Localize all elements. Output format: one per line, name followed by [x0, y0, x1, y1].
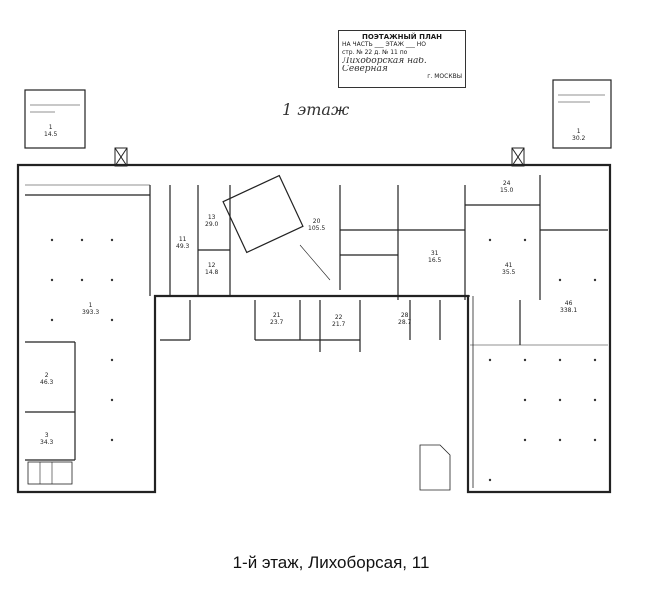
- stamp-line: г. МОСКВЫ: [427, 73, 462, 80]
- title-stamp: ПОЭТАЖНЫЙ ПЛАН НА ЧАСТЬ ___ ЭТАЖ ___ НО …: [338, 30, 466, 88]
- entrance-marker: [511, 147, 525, 167]
- outer-wall: [16, 163, 612, 494]
- floor-mark: 1 этаж: [282, 100, 350, 119]
- stamp-line: НА ЧАСТЬ ___ ЭТАЖ ___ НО: [342, 41, 426, 48]
- plan-caption: 1-й этаж, Лихоборсая, 11: [232, 553, 430, 572]
- stamp-line: Лихоборская наб.: [342, 57, 427, 65]
- stamp-line: Северная: [342, 65, 388, 73]
- stair-annex-left: [24, 89, 86, 149]
- floor-plan: [16, 79, 612, 494]
- entrance-marker: [114, 147, 128, 167]
- stamp-title: ПОЭТАЖНЫЙ ПЛАН: [361, 33, 443, 41]
- stair-core: [222, 174, 304, 254]
- stair-annex-right: [552, 79, 612, 149]
- stamp-line: стр. № 22 д. № 11 по: [342, 49, 408, 56]
